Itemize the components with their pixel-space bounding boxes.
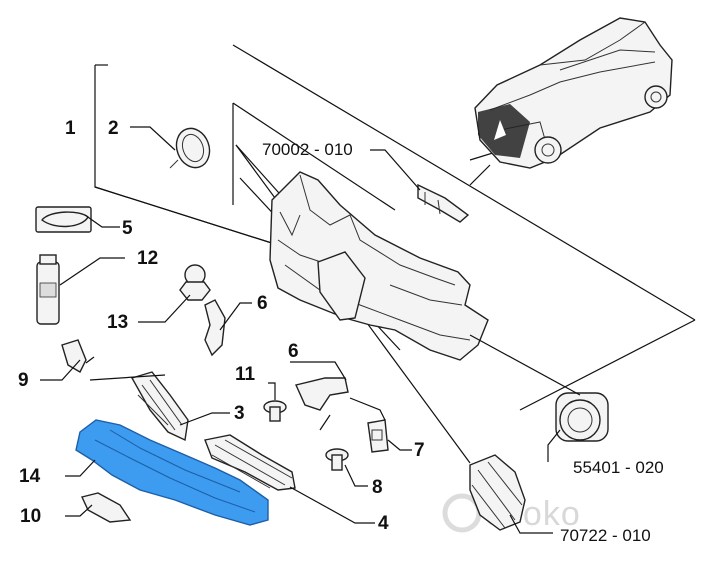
spray-can-part-12 <box>36 254 60 325</box>
label-part-3: 3 <box>234 403 245 424</box>
label-code-70002: 70002 - 010 <box>262 140 353 159</box>
part-labels: 1 2 70002 - 010 5 12 13 6 6 9 11 3 7 554… <box>18 118 664 545</box>
nut-part-7 <box>367 419 389 453</box>
fog-light-55401 <box>555 392 609 442</box>
frame-line-top <box>232 44 696 321</box>
grille-emblem-70722 <box>469 454 526 531</box>
bracket-part-6-lower <box>295 377 349 411</box>
clip-part-13 <box>179 264 211 301</box>
label-code-70722: 70722 - 010 <box>560 526 651 545</box>
label-part-14: 14 <box>19 466 41 487</box>
leader-lines <box>40 126 581 534</box>
undertray-part-14-highlighted <box>75 419 269 526</box>
label-code-55401: 55401 - 020 <box>573 458 664 477</box>
cover-part-9 <box>61 339 87 373</box>
grille-part-4 <box>204 434 296 491</box>
label-part-5: 5 <box>122 218 133 239</box>
label-part-7: 7 <box>414 440 425 461</box>
label-part-1: 1 <box>65 118 76 139</box>
label-part-13: 13 <box>107 312 128 333</box>
label-part-12: 12 <box>137 248 158 269</box>
label-part-6-upper: 6 <box>257 293 268 314</box>
label-part-11: 11 <box>235 364 256 385</box>
shield-part-10 <box>81 492 132 523</box>
reflector-part-5 <box>35 206 92 233</box>
label-part-10: 10 <box>20 506 41 527</box>
grille-part-3 <box>130 371 189 442</box>
label-part-6-lower: 6 <box>288 341 299 362</box>
label-part-8: 8 <box>372 477 383 498</box>
bracket-part-6-upper <box>204 299 226 357</box>
label-part-2: 2 <box>108 118 119 139</box>
bumper-grille-opening <box>317 251 366 321</box>
label-part-9: 9 <box>18 370 29 391</box>
label-part-4: 4 <box>378 513 389 534</box>
bolt-part-11 <box>263 400 287 422</box>
tow-hook-cap <box>169 127 211 169</box>
bracket-70002 <box>417 183 470 223</box>
screw-part-8 <box>325 448 349 471</box>
front-bumper <box>269 171 489 361</box>
car-icon <box>474 17 673 169</box>
